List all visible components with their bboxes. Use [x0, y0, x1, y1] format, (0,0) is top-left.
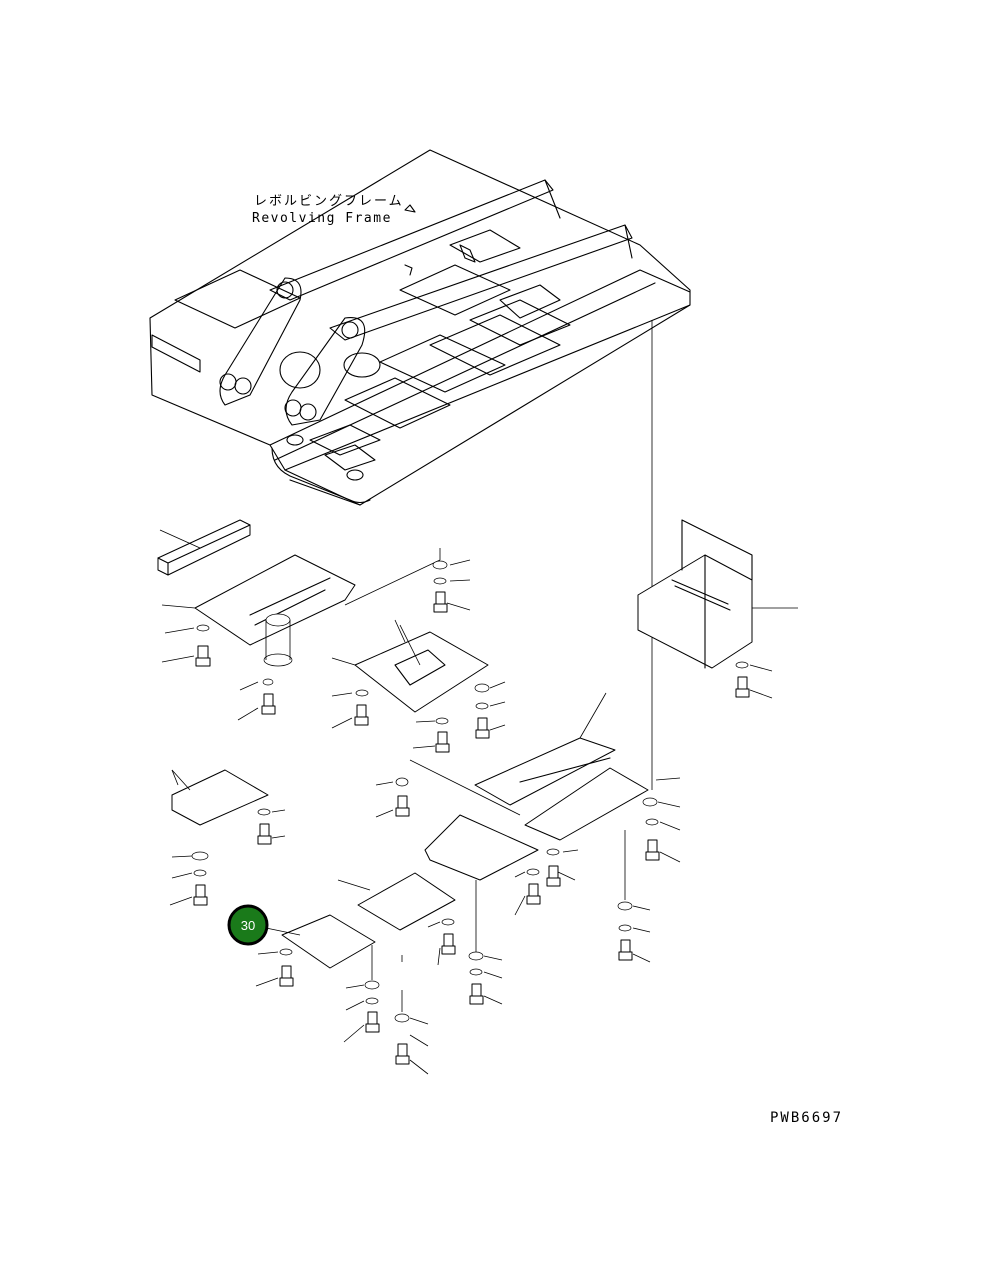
revolving-frame-label: レボルビングフレーム Revolving Frame: [252, 194, 404, 226]
drawing-number: PWB6697: [770, 1110, 843, 1126]
leader-lines: [161, 559, 773, 1075]
cover-plates: [157, 519, 798, 969]
cover-plate-6: [424, 814, 539, 881]
cover-box: [637, 554, 753, 669]
cover-plate-1: [194, 554, 356, 646]
revolving-frame: [149, 149, 691, 506]
frame-label-jp: レボルビングフレーム: [254, 194, 404, 209]
cover-plate-4: [524, 767, 649, 841]
callout-30[interactable]: 30: [227, 904, 269, 946]
cover-plate-3: [474, 737, 616, 806]
cover-plate-7: [357, 872, 456, 931]
cover-plate-30: [281, 914, 376, 969]
fasteners: [191, 560, 750, 1065]
bolt: [195, 645, 211, 667]
callout-30-circle[interactable]: [227, 904, 269, 946]
cover-bar: [157, 519, 251, 576]
frame-label-en: Revolving Frame: [252, 211, 392, 226]
callout-30-label: 30: [241, 918, 255, 933]
cover-plate-5: [171, 769, 269, 826]
cover-plate-2: [354, 631, 489, 713]
